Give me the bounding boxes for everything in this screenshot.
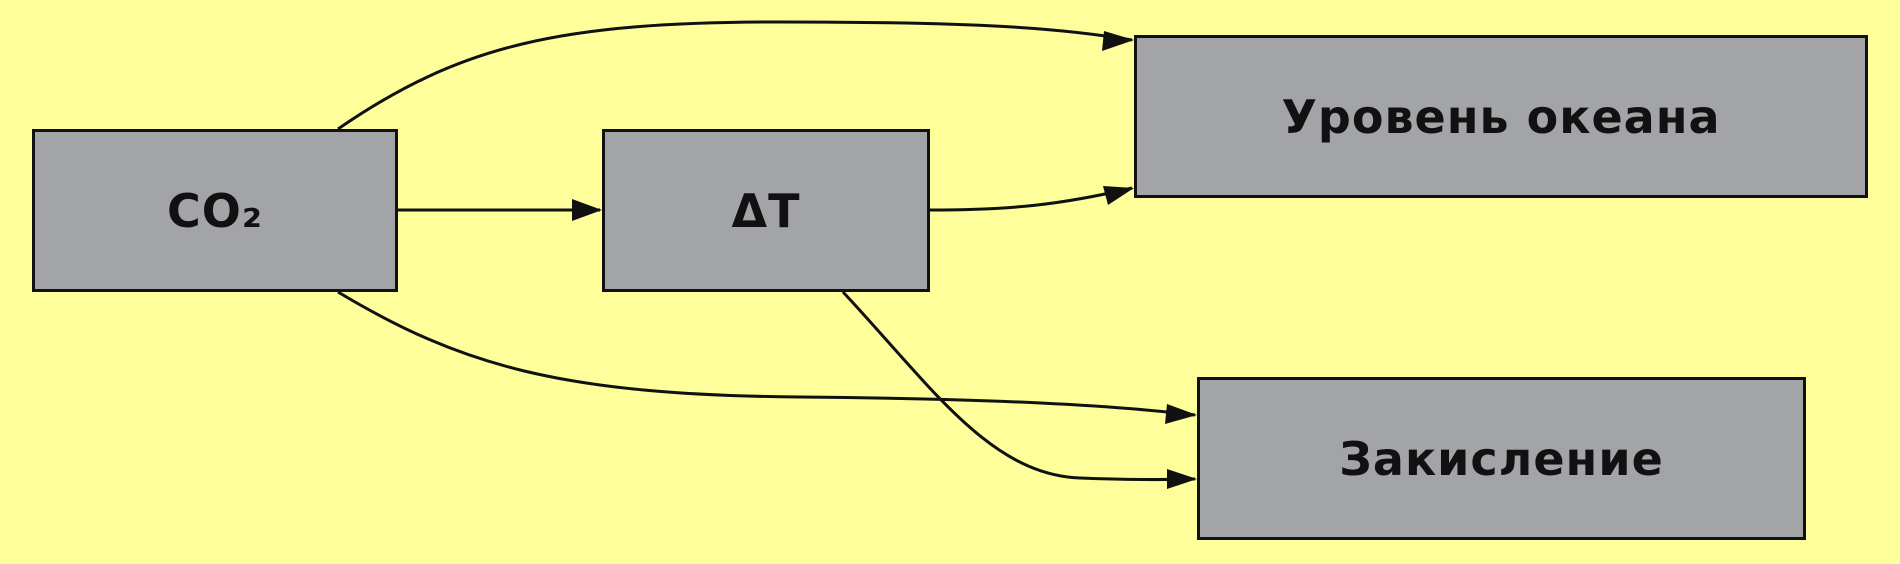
node-sea-level: Уровень океана — [1134, 35, 1868, 198]
arrowhead-co2-to-acid — [1165, 404, 1197, 424]
edge-co2-to-sea — [337, 20, 1133, 131]
edge-dt-to-acid — [841, 290, 1196, 482]
arrowhead-co2-to-dt — [572, 199, 602, 221]
node-co2-label: CO₂ — [166, 183, 263, 238]
node-acidification: Закисление — [1197, 377, 1806, 540]
arrowhead-dt-to-acid — [1167, 469, 1197, 489]
edge-co2-to-acid — [337, 290, 1196, 417]
arrowhead-dt-to-sea — [1103, 186, 1134, 205]
node-delta-t-label: ΔT — [731, 183, 801, 238]
node-co2: CO₂ — [32, 129, 398, 292]
node-sea-level-label: Уровень океана — [1281, 89, 1721, 144]
node-acidification-label: Закисление — [1339, 431, 1664, 486]
edge-dt-to-sea — [929, 186, 1133, 212]
node-delta-t: ΔT — [602, 129, 930, 292]
arrowhead-co2-to-sea — [1102, 31, 1134, 51]
